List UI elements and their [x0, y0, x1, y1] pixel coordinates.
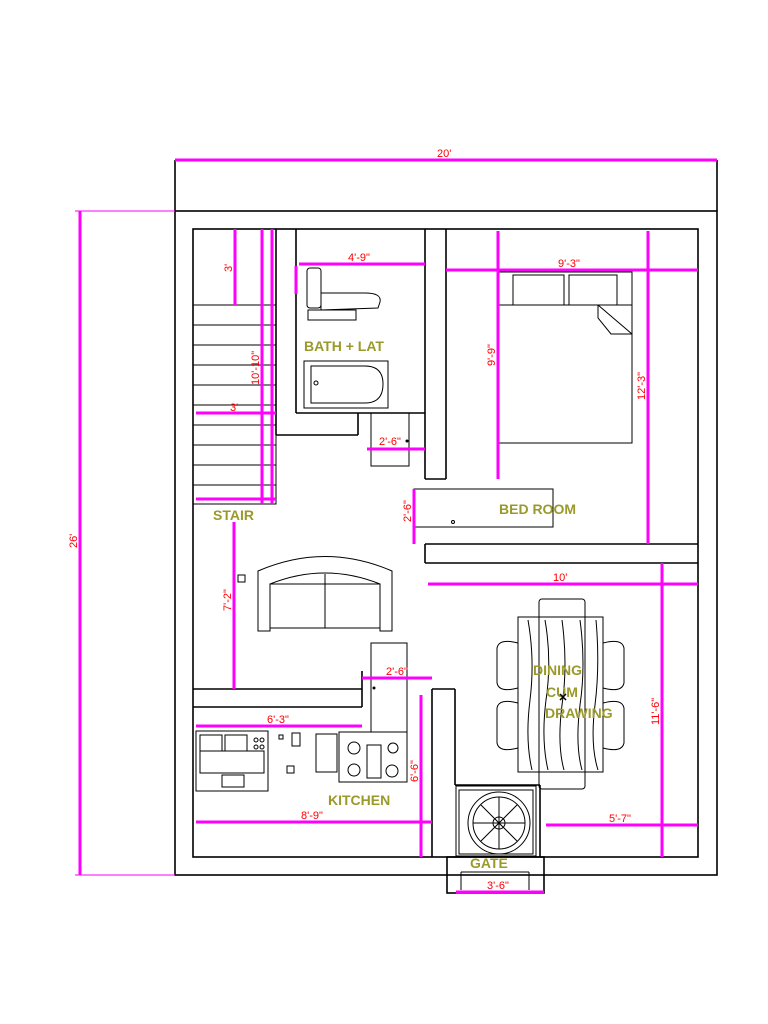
kitchen-door — [370, 642, 408, 733]
dim-stair-length: 10'-10" — [250, 351, 262, 385]
gate-icon — [455, 785, 537, 857]
dim-bed-depth: 9'-9" — [486, 344, 498, 366]
label-kitchen: KITCHEN — [328, 792, 390, 808]
dining-table-icon — [496, 598, 625, 790]
dim-kitchen-door: 2'-6" — [386, 666, 408, 678]
stove-icon — [315, 731, 408, 783]
dim-gate-width: 3'-6" — [487, 880, 509, 892]
appliance-icon — [291, 732, 301, 747]
label-bath: BATH + LAT — [304, 338, 384, 354]
kitchen-counter — [195, 730, 269, 792]
dim-living-depth: 7'-2" — [222, 589, 234, 611]
dining-marker-icon — [559, 693, 567, 701]
dim-stair-top: 3' — [223, 264, 235, 272]
dimension-labels: 20' 26' 3' 3' 10'-10" 4'-9" 2'-6" 9'-3" … — [68, 148, 662, 892]
dim-kitchen-counter: 6'-3" — [267, 714, 289, 726]
outer-wall — [174, 210, 718, 876]
dim-overall-depth: 26' — [68, 534, 80, 548]
label-dining-2: CUM — [546, 684, 578, 700]
socket-icon — [278, 734, 284, 740]
label-dining-1: DINING — [533, 662, 582, 678]
dim-bath-width: 4'-9" — [348, 252, 370, 264]
dim-kitchen-width: 8'-9" — [301, 810, 323, 822]
dim-bedroom-depth: 12'-3" — [636, 372, 648, 400]
dim-dining-depth: 11'-6" — [650, 698, 662, 725]
dim-bed-width: 9'-3" — [558, 258, 580, 270]
label-stair: STAIR — [213, 507, 254, 523]
dim-dining-width: 10' — [553, 572, 567, 584]
sofa-icon — [257, 556, 393, 632]
switch-icon — [237, 574, 246, 583]
bathtub-icon — [303, 360, 389, 409]
dimension-lines — [75, 158, 717, 894]
dim-overall-width: 20' — [437, 148, 451, 160]
toilet-icon — [306, 267, 381, 321]
label-bedroom: BED ROOM — [499, 501, 576, 517]
label-dining-3: DRAWING — [545, 705, 613, 721]
dim-wardrobe: 2'-6" — [402, 500, 414, 522]
bath-door — [370, 412, 410, 467]
bed-icon — [497, 271, 633, 444]
label-gate: GATE — [470, 855, 508, 871]
dim-stair-width: 3' — [230, 402, 238, 414]
dim-kitchen-depth: 6'-6" — [409, 760, 421, 782]
room-labels: BATH + LAT STAIR BED ROOM DINING CUM DRA… — [213, 338, 613, 871]
socket-icon-2 — [286, 765, 295, 774]
dim-bath-door: 2'-6" — [379, 436, 401, 448]
dim-right-side: 5'-7" — [609, 813, 631, 825]
